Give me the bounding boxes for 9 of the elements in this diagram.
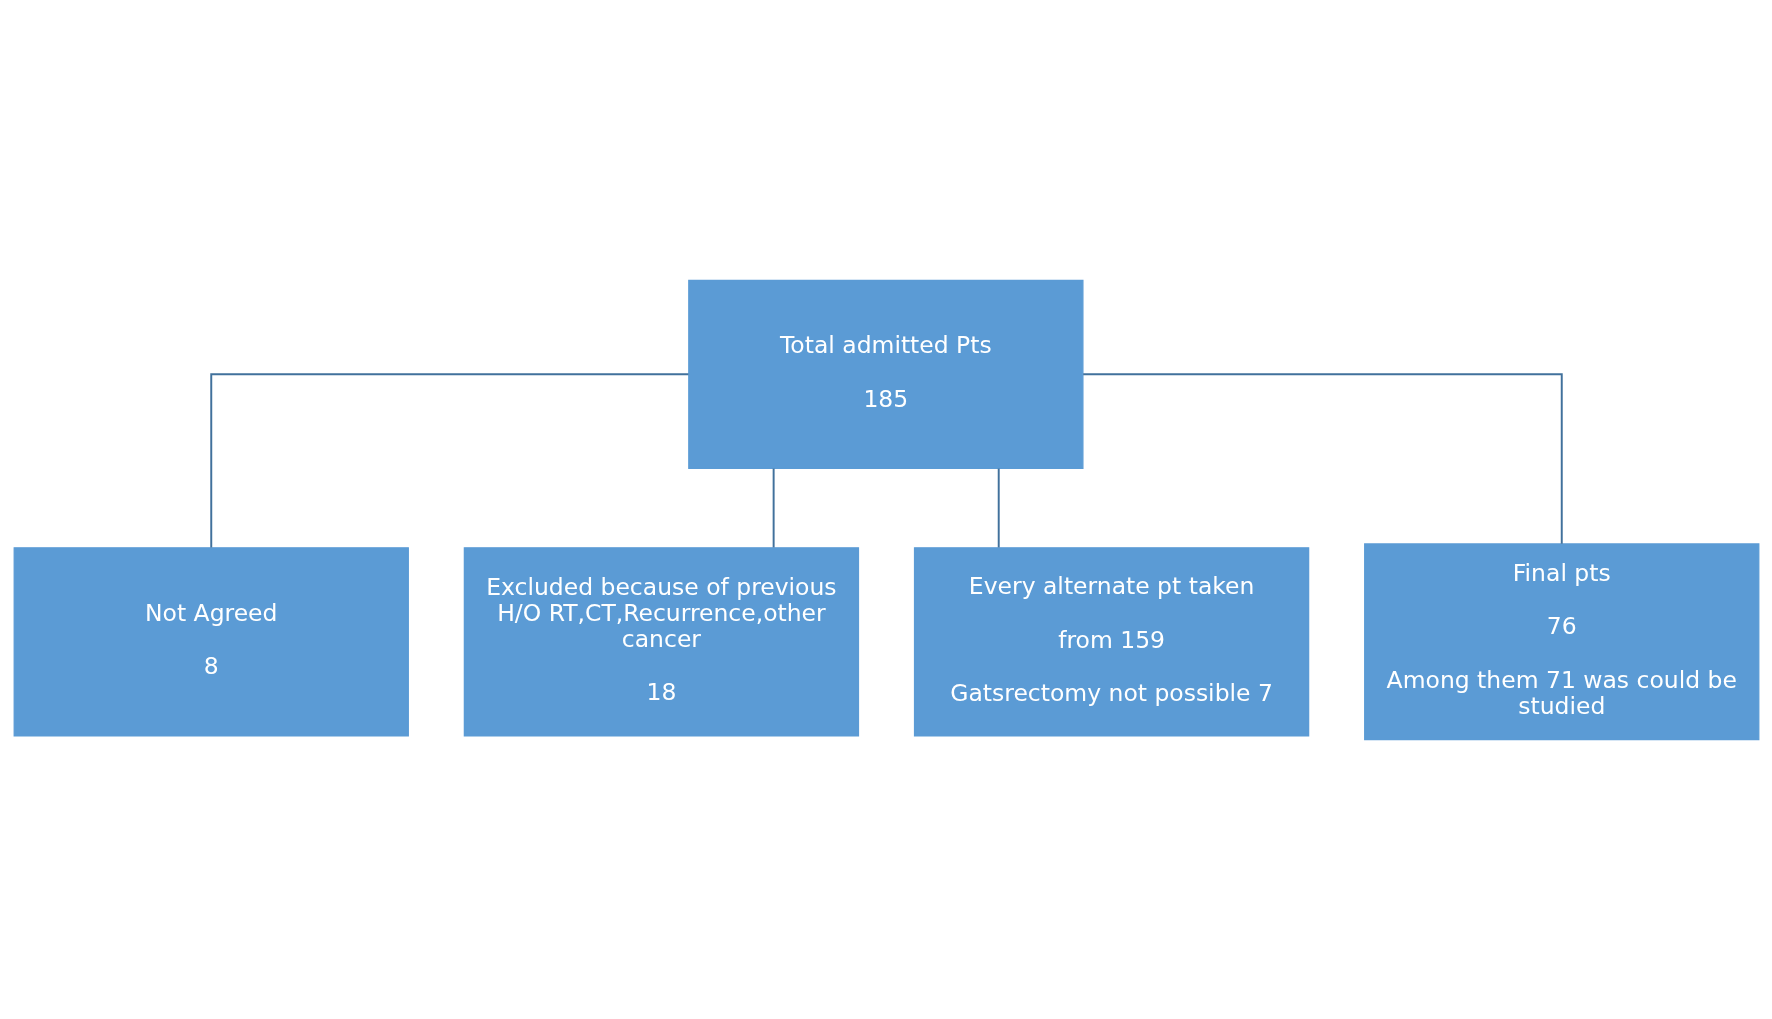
node-box: Every alternate pt taken from 159 Gatsrectomy not possible 7 <box>913 546 1309 736</box>
node-box: Final pts 76 Among them 71 was could be studied <box>1363 542 1759 740</box>
connector <box>997 467 1000 548</box>
node-box: Not Agreed 8 <box>13 546 409 736</box>
node-box: Excluded because of previous H/O RT,CT,Recurrence,other cancer 18 <box>463 546 859 736</box>
node-box: Total admitted Pts 185 <box>687 279 1084 469</box>
connector <box>1081 372 1563 545</box>
connector <box>209 372 689 548</box>
connector <box>772 467 775 548</box>
